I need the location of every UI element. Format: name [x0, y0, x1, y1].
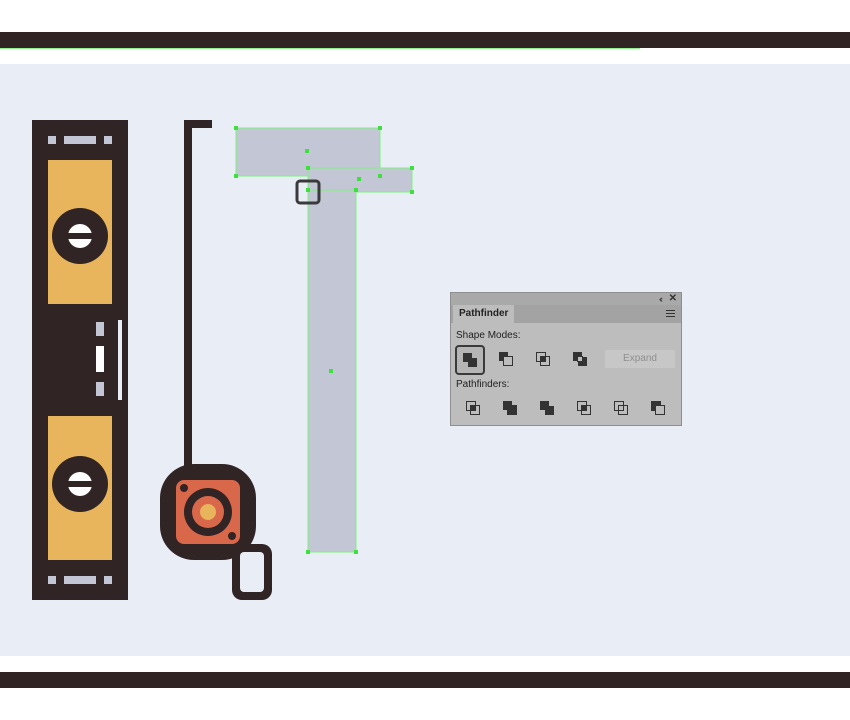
intersect-button[interactable]: [530, 348, 556, 370]
crop-icon: [577, 401, 591, 415]
minus-front-icon: [499, 352, 513, 366]
minus-back-icon: [651, 401, 665, 415]
top-frame-bar: [0, 32, 850, 48]
selection-guide-line: [0, 48, 640, 49]
minus-back-button[interactable]: [645, 397, 671, 419]
unite-button[interactable]: [455, 345, 485, 375]
panel-tab-row: Pathfinder: [451, 305, 681, 323]
shape-modes-label: Shape Modes:: [456, 330, 521, 341]
collapse-icon[interactable]: ‹‹: [659, 294, 663, 304]
expand-button[interactable]: Expand: [605, 350, 675, 368]
pathfinders-label: Pathfinders:: [456, 379, 510, 390]
panel-menu-icon[interactable]: [666, 310, 675, 318]
tape-measure-illustration: [160, 120, 272, 600]
pathfinder-panel: ‹‹ ✕ Pathfinder Shape Modes: Expand Pat: [450, 292, 682, 426]
outline-button[interactable]: [608, 397, 634, 419]
tab-pathfinder[interactable]: Pathfinder: [453, 305, 515, 323]
trim-button[interactable]: [497, 397, 523, 419]
bottom-frame-bar: [0, 672, 850, 688]
close-icon[interactable]: ✕: [668, 293, 677, 304]
spirit-level-illustration: [32, 120, 128, 600]
minus-front-button[interactable]: [493, 348, 519, 370]
crop-button[interactable]: [571, 397, 597, 419]
trim-icon: [503, 401, 517, 415]
divide-icon: [466, 401, 480, 415]
exclude-icon: [573, 352, 587, 366]
artboard-canvas[interactable]: [0, 64, 850, 656]
intersect-icon: [536, 352, 550, 366]
divide-button[interactable]: [460, 397, 486, 419]
merge-button[interactable]: [534, 397, 560, 419]
unite-icon: [463, 353, 477, 367]
exclude-button[interactable]: [567, 348, 593, 370]
outline-icon: [614, 401, 628, 415]
merge-icon: [540, 401, 554, 415]
selected-shapes[interactable]: [234, 126, 414, 554]
panel-title-bar[interactable]: ‹‹ ✕: [451, 293, 681, 305]
